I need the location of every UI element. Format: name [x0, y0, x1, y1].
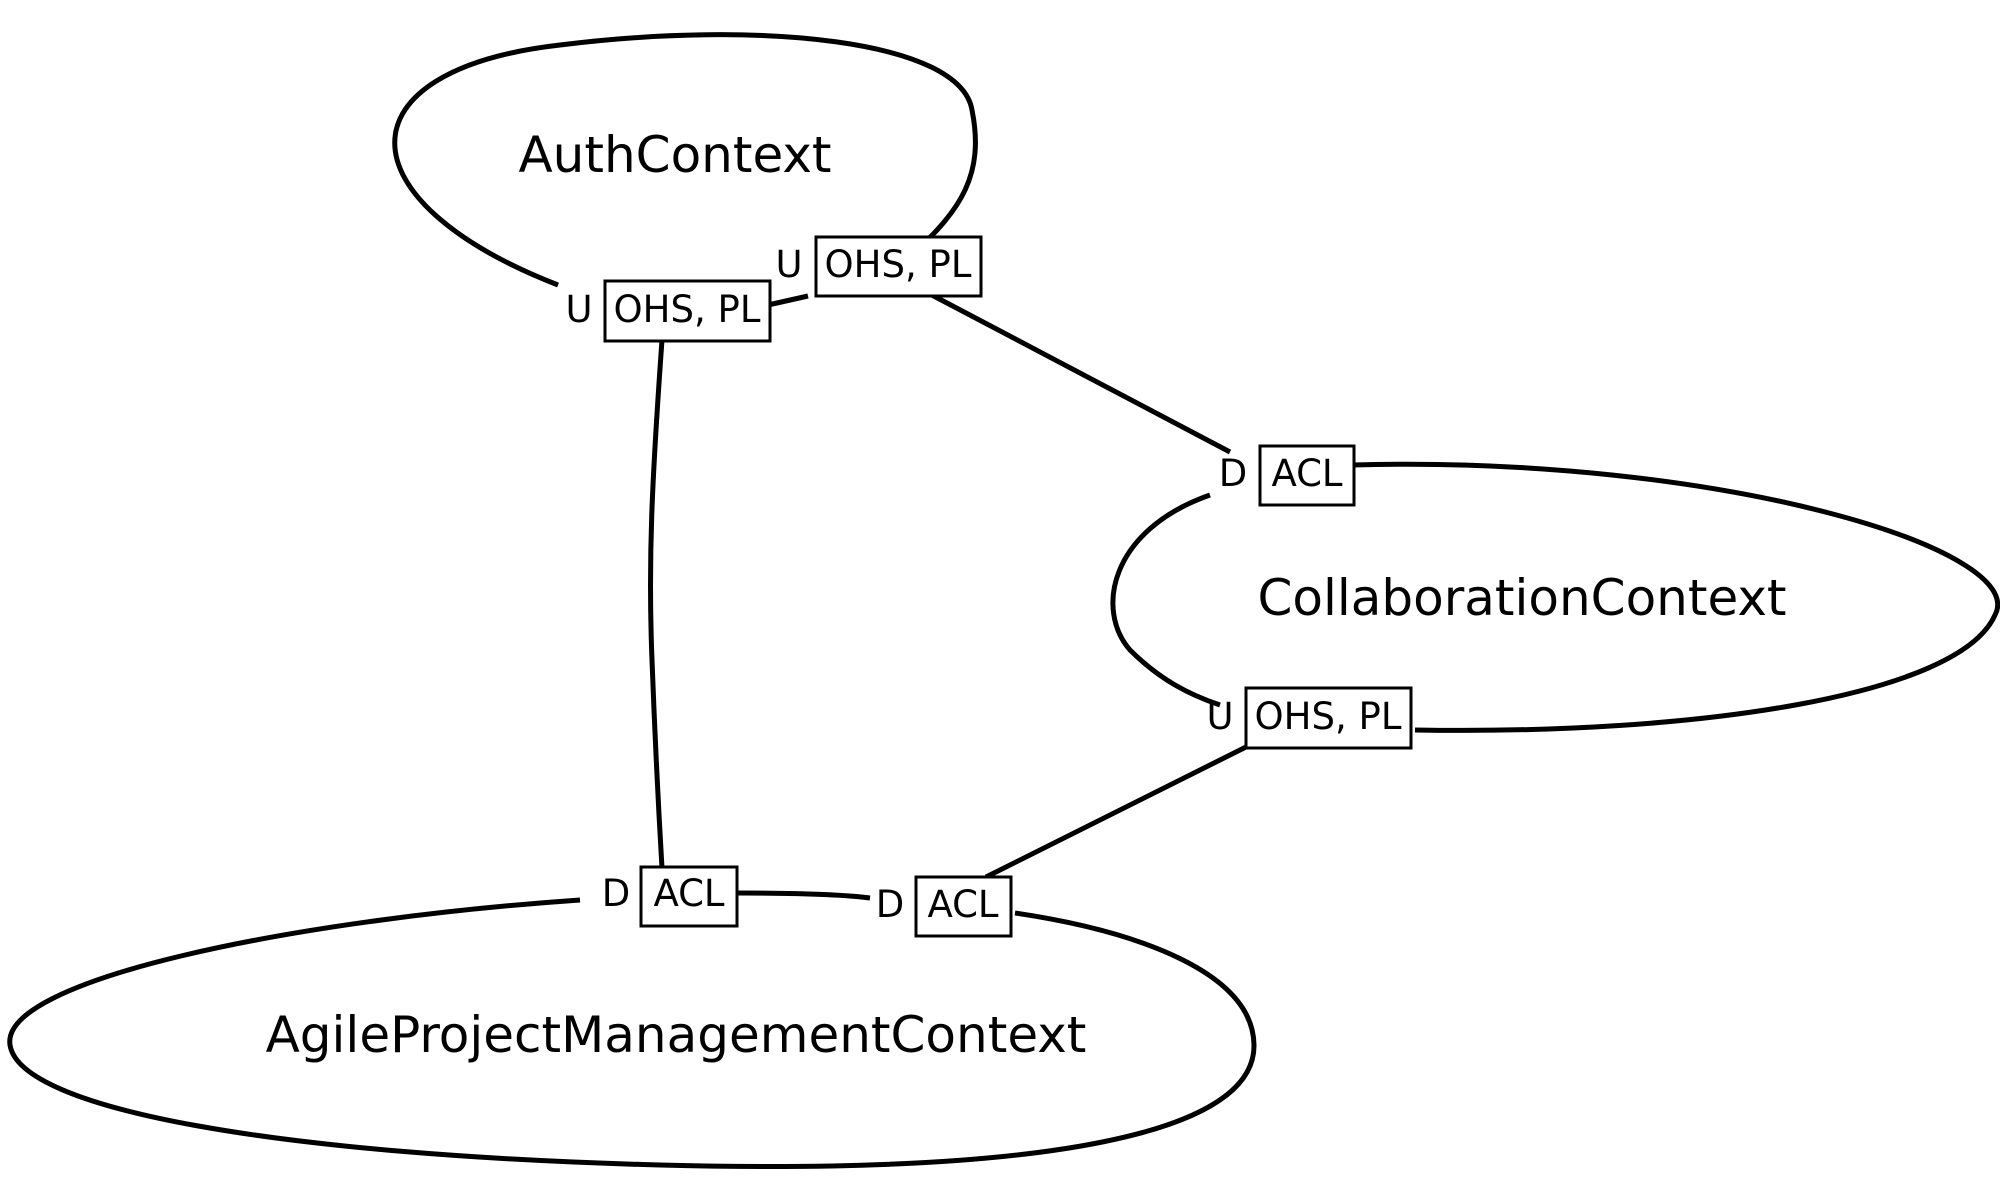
upstream-patterns-label: OHS, PL [1255, 695, 1402, 738]
pattern-box [914, 875, 1013, 938]
collaboration-context-shape [1352, 461, 2000, 733]
auth-agile-downstream-badge: D ACL [602, 865, 739, 928]
auth-collaboration-downstream-badge: D ACL [1219, 444, 1356, 507]
collaboration-agile-downstream-badge: D ACL [876, 875, 1013, 938]
pattern-box [1244, 686, 1413, 750]
edge-auth-badge-link [767, 293, 809, 308]
edge-auth-to-collaboration [926, 290, 1232, 455]
edge-auth-to-agile [647, 339, 665, 869]
pattern-box [814, 235, 983, 298]
upstream-role-label: U [565, 288, 592, 331]
downstream-patterns-label: ACL [653, 872, 724, 915]
agile-context-shape [7, 897, 1257, 1169]
edge-collaboration-to-agile [984, 742, 1252, 880]
agile-context-shape-top [737, 890, 871, 901]
upstream-patterns-label: OHS, PL [825, 243, 972, 286]
collaboration-context-shape-lower [1110, 492, 1221, 708]
upstream-role-label: U [1206, 695, 1233, 738]
pattern-box [1258, 444, 1356, 507]
auth-context-label: AuthContext [518, 126, 831, 184]
collaboration-agile-upstream-badge: U OHS, PL [1206, 686, 1413, 750]
auth-context-shape [392, 32, 978, 288]
downstream-role-label: D [1219, 452, 1248, 495]
auth-agile-upstream-badge: U OHS, PL [565, 279, 772, 343]
pattern-box [639, 865, 739, 928]
downstream-patterns-label: ACL [1271, 452, 1342, 495]
downstream-role-label: D [876, 883, 905, 926]
auth-collaboration-upstream-badge: U OHS, PL [775, 235, 983, 298]
agile-context-label: AgileProjectManagementContext [266, 1006, 1087, 1064]
pattern-box [603, 279, 772, 343]
downstream-role-label: D [602, 872, 631, 915]
collaboration-context-label: CollaborationContext [1257, 569, 1786, 627]
upstream-role-label: U [775, 243, 802, 286]
downstream-patterns-label: ACL [927, 883, 998, 926]
upstream-patterns-label: OHS, PL [614, 288, 761, 331]
